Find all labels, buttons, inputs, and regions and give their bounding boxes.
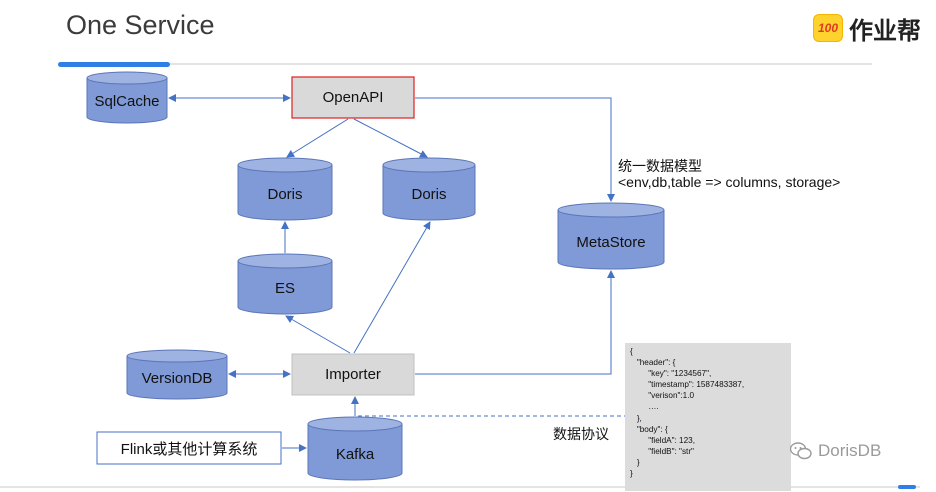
cylinder-metastore xyxy=(557,202,665,270)
edge-importer-es xyxy=(285,315,351,354)
json-sample-panel: { "header": { "key": "1234567", "timesta… xyxy=(625,343,791,491)
edge-importer-metastore xyxy=(415,270,615,375)
edge-openapi-metastore xyxy=(415,97,615,202)
box-flink xyxy=(96,431,282,465)
header-accent-bar xyxy=(58,62,170,67)
box-openapi xyxy=(291,76,415,119)
meta-model-title: 统一数据模型 xyxy=(618,158,702,174)
page-title: One Service xyxy=(66,10,215,40)
importer-label: Importer xyxy=(325,366,381,383)
kafka-label: Kafka xyxy=(335,445,375,463)
openapi-label: OpenAPI xyxy=(322,89,384,106)
protocol-label: 数据协议 xyxy=(553,426,609,442)
sqlcache-label: SqlCache xyxy=(94,92,160,110)
wechat-icon xyxy=(790,442,812,460)
json-sample-text: { "header": { "key": "1234567", "timesta… xyxy=(630,347,745,479)
brand-logo: 100 作业帮 xyxy=(813,12,921,45)
edge-openapi-doris-left xyxy=(286,118,349,158)
footer-accent-bar xyxy=(898,485,916,489)
cylinder-versiondb xyxy=(126,349,228,400)
cylinder-sqlcache xyxy=(86,71,168,124)
cylinder-es xyxy=(237,253,333,315)
doris-left-label: Doris xyxy=(267,185,303,203)
edge-openapi-doris-right xyxy=(353,118,428,158)
brand-name: 作业帮 xyxy=(849,16,921,45)
cylinder-doris-left xyxy=(237,157,333,221)
metastore-label: MetaStore xyxy=(576,233,646,251)
meta-model-signature: <env,db,table => columns, storage> xyxy=(618,174,841,190)
brand-badge-icon: 100 xyxy=(813,14,843,42)
box-importer xyxy=(291,353,415,396)
doris-right-label: Doris xyxy=(411,185,447,203)
cylinder-kafka xyxy=(307,416,403,481)
edge-importer-doris-right xyxy=(353,221,431,354)
es-label: ES xyxy=(274,280,295,297)
cylinder-doris-right xyxy=(382,157,476,221)
watermark-text: DorisDB xyxy=(818,441,882,460)
versiondb-label: VersionDB xyxy=(141,369,213,387)
watermark: DorisDB xyxy=(790,441,881,461)
flink-label: Flink或其他计算系统 xyxy=(120,440,258,458)
